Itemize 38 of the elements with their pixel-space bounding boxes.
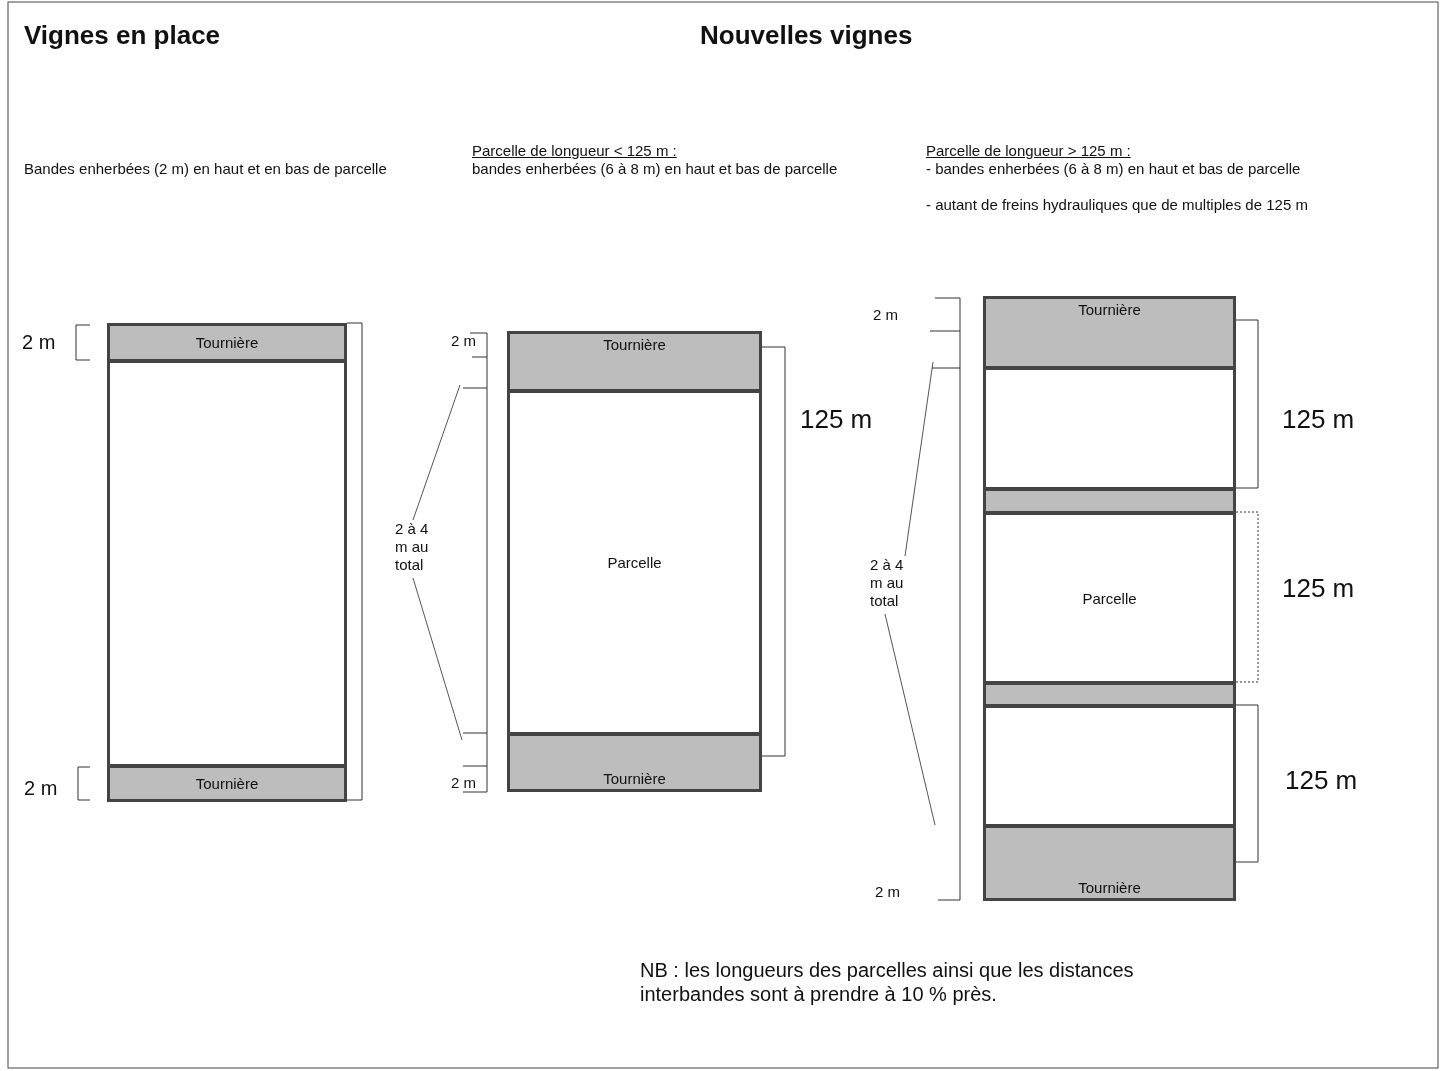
dimension-label: 2 m — [875, 883, 900, 901]
grass-strip: Tournière — [107, 323, 347, 362]
section-heading: Nouvelles vignes — [700, 20, 913, 51]
note-text: Parcelle de longueur < 125 m : — [472, 142, 677, 160]
note-text: bandes enherbées (6 à 8 m) en haut et bas de parcelle — [472, 160, 838, 178]
plot-area: Parcelle — [983, 512, 1236, 684]
plot-area — [983, 367, 1236, 490]
dimension-label: 2 m — [451, 332, 476, 350]
plot-area — [107, 360, 347, 767]
note-text: - bandes enherbées (6 à 8 m) en haut et bas de parcelle — [926, 160, 1301, 178]
length-label: 125 m — [1285, 765, 1358, 796]
leader-line — [904, 361, 934, 557]
length-label: 125 m — [1282, 404, 1355, 435]
grass-strip — [983, 682, 1236, 707]
note-text: Bandes enherbées (2 m) en haut et en bas de parcelle — [24, 160, 387, 178]
note-text: - autant de freins hydrauliques que de multiples de 125 m — [926, 196, 1308, 214]
grass-strip — [983, 488, 1236, 514]
section-heading: Vignes en place — [24, 20, 221, 51]
dimension-note: 2 à 4 m au total — [395, 520, 445, 578]
grass-strip: Tournière — [507, 733, 762, 792]
length-label: 125 m — [1282, 573, 1355, 604]
note-text: Parcelle de longueur > 125 m : — [926, 142, 1131, 160]
grass-strip: Tournière — [983, 825, 1236, 901]
grass-strip: Tournière — [107, 765, 347, 802]
dimension-note: 2 à 4 m au total — [870, 556, 920, 614]
leader-line — [884, 613, 936, 826]
plot-area — [983, 705, 1236, 827]
leader-line — [412, 384, 461, 521]
grass-strip: Tournière — [983, 296, 1236, 369]
plot-area: Parcelle — [507, 390, 762, 735]
length-label: 125 m — [800, 404, 873, 435]
dimension-label: 2 m — [24, 776, 58, 800]
grass-strip: Tournière — [507, 331, 762, 392]
dimension-label: 2 m — [873, 306, 898, 324]
leader-line — [412, 577, 463, 741]
dimension-label: 2 m — [451, 774, 476, 792]
dimension-label: 2 m — [22, 330, 56, 354]
note-text: NB : les longueurs des parcelles ainsi que les distances interbandes sont à prendre à 10 % près. — [640, 958, 1135, 1006]
